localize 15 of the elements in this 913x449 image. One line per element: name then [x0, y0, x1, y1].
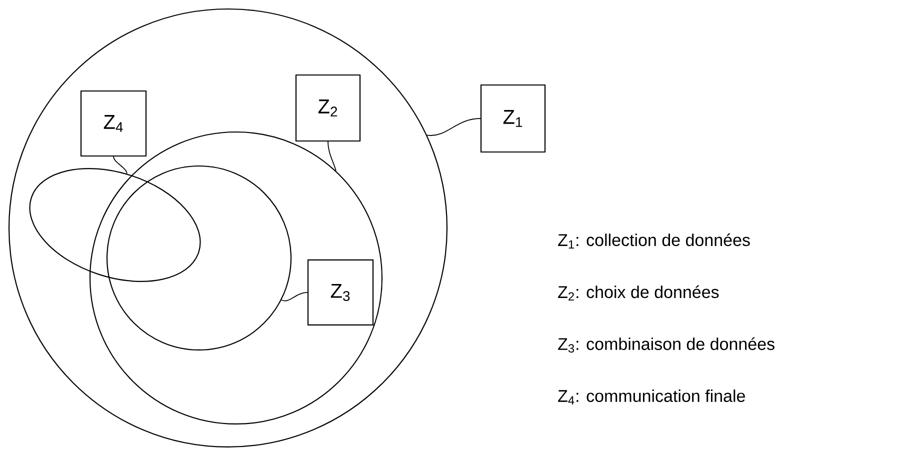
definition-text: Z$_{3}$: combinaison de données: [558, 337, 774, 353]
definition-text: Z$_{2}$: choix de données: [558, 285, 719, 301]
label-box: Z$_{3}$: [307, 259, 374, 326]
label-box: Z$_{4}$: [80, 90, 147, 157]
label-box: Z$_{1}$: [480, 84, 546, 153]
circle: [8, 8, 448, 448]
leader-line: [328, 141, 336, 172]
leader-line: [426, 118, 481, 136]
leader-line: [281, 292, 308, 302]
definition-text: Z$_{4}$: communication finale: [558, 390, 745, 404]
label-box: Z$_{2}$: [295, 74, 361, 142]
definition-text: Z$_{1}$: collection de données: [558, 233, 750, 249]
circle: [89, 131, 383, 425]
circle: [106, 165, 292, 351]
leader-line: [113, 156, 128, 174]
